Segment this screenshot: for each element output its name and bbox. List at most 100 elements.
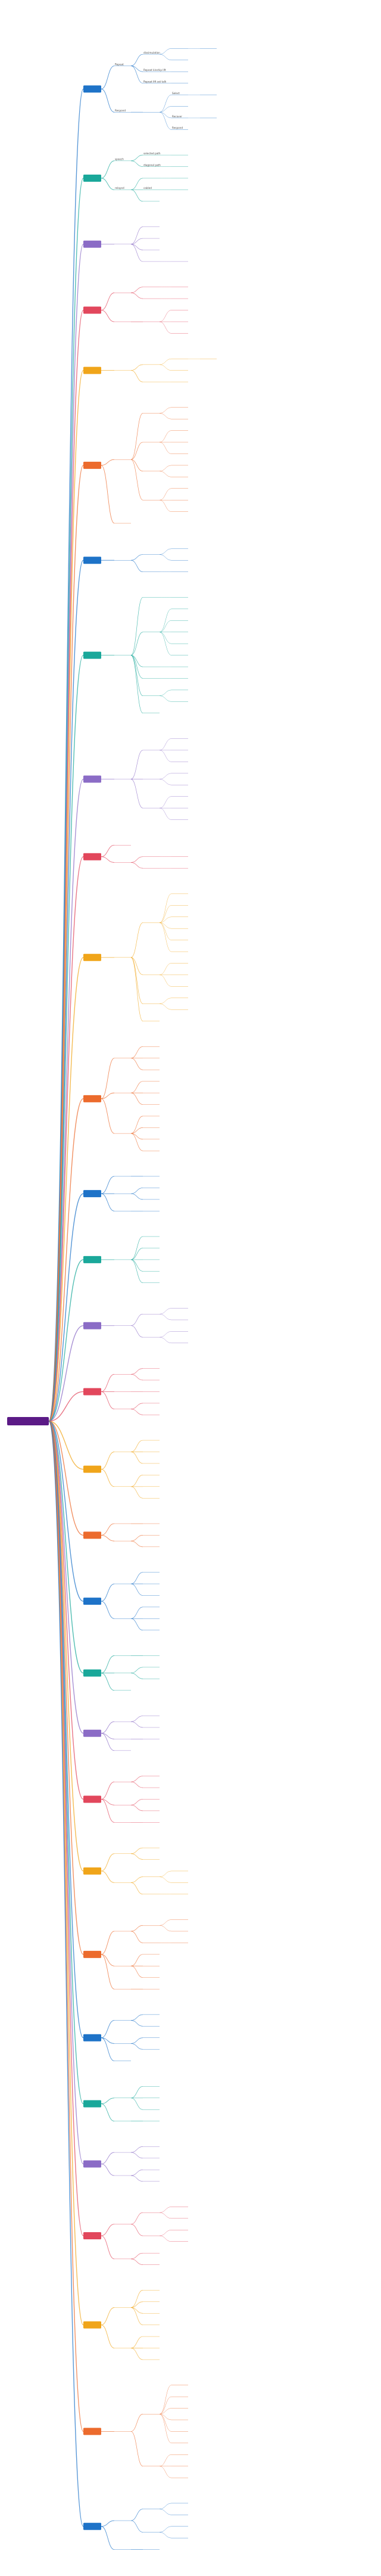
branch-link	[159, 1314, 172, 1320]
branch-link	[101, 2037, 115, 2062]
topic-node[interactable]: Repeat kinship lift	[143, 69, 166, 72]
section-box	[83, 306, 101, 314]
section-node[interactable]	[83, 1729, 101, 1737]
section-node[interactable]	[83, 85, 101, 93]
section-node[interactable]	[83, 2321, 101, 2329]
branch-link	[130, 1540, 143, 1548]
branch-link	[130, 1325, 143, 1338]
branch-link	[159, 554, 172, 561]
branch-link	[130, 1374, 143, 1381]
section-node[interactable]	[83, 1795, 101, 1803]
branch-link	[101, 1583, 115, 1602]
section-box	[83, 175, 101, 182]
branch-link	[101, 1781, 115, 1800]
section-node[interactable]	[83, 240, 101, 248]
section-node[interactable]	[83, 2034, 101, 2041]
section-node[interactable]	[83, 1465, 101, 1473]
branch-link	[130, 1259, 143, 1272]
section-node[interactable]	[83, 853, 101, 860]
branch-link	[101, 1870, 115, 1883]
topic-node[interactable]: Recover	[171, 115, 188, 119]
topic-node[interactable]: dissimulation	[143, 51, 160, 55]
root-node[interactable]	[7, 1417, 49, 1425]
section-box	[83, 1256, 101, 1263]
branch-link	[159, 1870, 172, 1877]
topic-node[interactable]: diagonal path	[143, 163, 161, 167]
section-node[interactable]	[83, 1867, 101, 1875]
branch-link	[130, 1572, 143, 1584]
section-node[interactable]	[83, 1950, 101, 1958]
section-node[interactable]	[83, 1531, 101, 1539]
section-node[interactable]	[83, 1598, 101, 1605]
topic-node[interactable]: Respond	[171, 126, 188, 130]
section-node[interactable]	[83, 2160, 101, 2168]
branch-link	[159, 1337, 172, 1344]
branch-link	[130, 750, 143, 779]
section-node[interactable]	[83, 366, 101, 374]
topic-node[interactable]: relayed	[114, 187, 131, 190]
branch-link	[159, 111, 172, 130]
branch-link	[130, 2212, 143, 2224]
section-node[interactable]	[83, 461, 101, 469]
topic-node[interactable]: speech	[114, 158, 131, 161]
topic-label: Respond	[172, 126, 183, 129]
branch-link	[130, 2152, 143, 2159]
branch-link	[130, 2020, 143, 2027]
branch-link	[130, 1193, 143, 1200]
branch-link	[159, 2235, 172, 2242]
branch-link	[48, 957, 84, 1422]
branch-link	[130, 2348, 143, 2360]
branch-link	[130, 2224, 143, 2236]
branch-link	[130, 160, 143, 167]
branch-link	[159, 2454, 172, 2466]
section-box	[83, 2428, 101, 2435]
branch-link	[48, 1421, 84, 1674]
branch-link	[130, 1876, 143, 1883]
branch-link	[48, 1193, 84, 1422]
section-node[interactable]	[83, 1095, 101, 1102]
section-node[interactable]	[83, 953, 101, 961]
topic-node[interactable]: selected path	[143, 152, 161, 156]
section-box	[83, 1598, 101, 1605]
branch-link	[159, 465, 172, 471]
branch-link	[130, 1882, 143, 1895]
section-node[interactable]	[83, 1322, 101, 1329]
section-box	[83, 1531, 101, 1539]
section-node[interactable]	[83, 557, 101, 564]
branch-link	[159, 471, 172, 477]
section-node[interactable]	[83, 651, 101, 659]
section-node[interactable]	[83, 2522, 101, 2530]
branch-link	[101, 2235, 115, 2260]
topic-node[interactable]: cabled	[143, 187, 160, 190]
branch-link	[159, 111, 172, 119]
branch-link	[130, 1368, 143, 1375]
branch-link	[101, 2325, 115, 2348]
branch-link	[101, 1954, 115, 1966]
section-node[interactable]	[83, 1388, 101, 1396]
section-node[interactable]	[83, 1669, 101, 1677]
topic-node[interactable]: Repeat	[114, 63, 131, 66]
branch-link	[159, 916, 172, 923]
branch-link	[48, 560, 84, 1422]
branch-link	[130, 1667, 143, 1673]
branch-link	[130, 2301, 143, 2308]
topic-node[interactable]: Repeat lift set talk	[143, 80, 167, 83]
topic-node[interactable]: Select	[171, 92, 188, 95]
branch-link	[159, 413, 172, 420]
section-node[interactable]	[83, 775, 101, 783]
section-node[interactable]	[83, 2232, 101, 2240]
section-node[interactable]	[83, 2428, 101, 2435]
branch-link	[130, 2336, 143, 2348]
branch-link	[48, 1421, 84, 1470]
branch-link	[130, 560, 143, 573]
branch-link	[159, 632, 172, 644]
section-node[interactable]	[83, 2100, 101, 2108]
section-node[interactable]	[83, 1256, 101, 1263]
branch-link	[101, 1931, 115, 1955]
branch-link	[101, 1853, 115, 1872]
topic-node[interactable]: Respond	[114, 109, 131, 113]
section-node[interactable]	[83, 306, 101, 314]
section-node[interactable]	[83, 175, 101, 182]
section-node[interactable]	[83, 1190, 101, 1198]
branch-link	[48, 1421, 84, 1536]
